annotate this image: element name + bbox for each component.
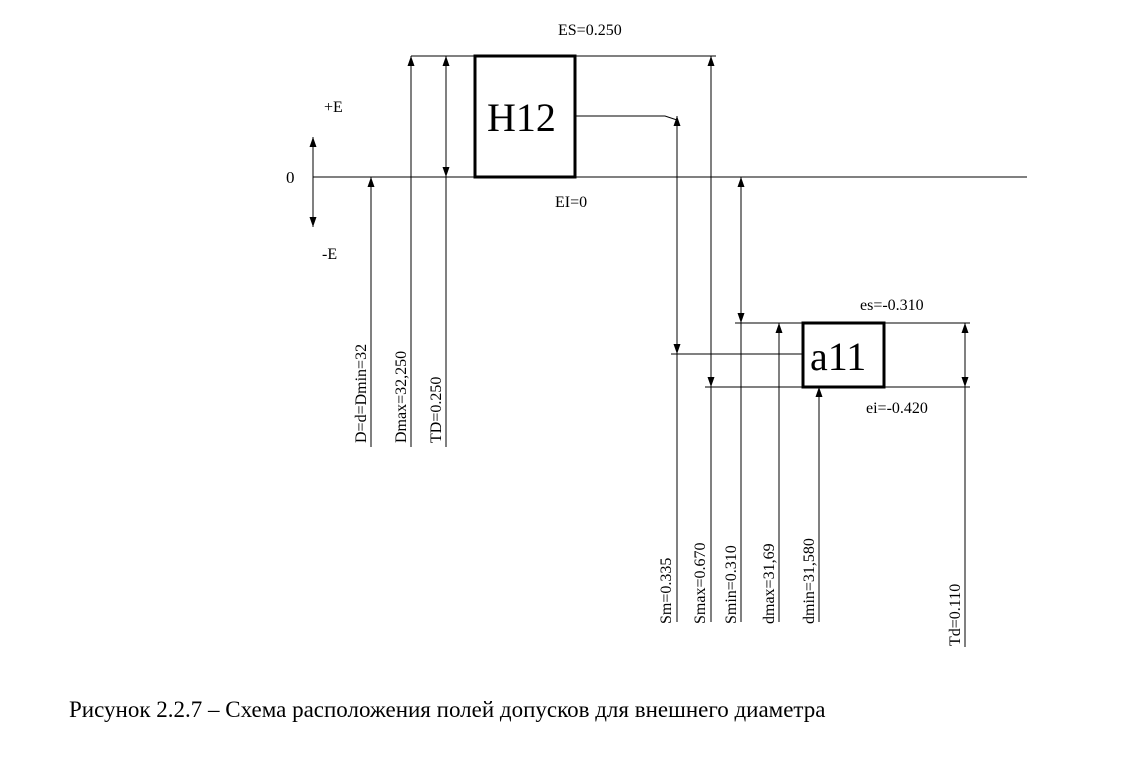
smax-label: Smax=0.670: [692, 543, 709, 624]
dmin-shaft-label: dmin=31,580: [801, 538, 818, 624]
sm-label: Sm=0.335: [658, 558, 675, 624]
hole-mean-line: [575, 115, 678, 121]
shaft-es-label: es=-0.310: [860, 297, 924, 314]
td-shaft-label: Td=0.110: [947, 584, 964, 646]
dmax-hole-label: Dmax=32,250: [393, 351, 410, 443]
shaft-ei-label: ei=-0.420: [866, 400, 928, 417]
nominal-size-label: D=d=Dmin=32: [353, 344, 370, 443]
plus-e-label: +E: [324, 99, 343, 116]
shaft-field-label: a11: [810, 334, 866, 379]
hole-es-label: ES=0.250: [558, 22, 622, 39]
td-hole-label: TD=0.250: [428, 377, 445, 443]
figure-caption: Рисунок 2.2.7 – Схема расположения полей…: [69, 697, 825, 722]
zero-label: 0: [286, 168, 295, 187]
smin-label: Smin=0.310: [723, 545, 740, 624]
hole-tolerance-field: [473, 54, 577, 179]
minus-e-label: -E: [322, 246, 337, 263]
hole-field-label: H12: [487, 95, 556, 140]
hole-ei-label: EI=0: [555, 194, 587, 211]
shaft-tolerance-field: [801, 321, 886, 389]
dmax-shaft-label: dmax=31,69: [761, 543, 778, 624]
